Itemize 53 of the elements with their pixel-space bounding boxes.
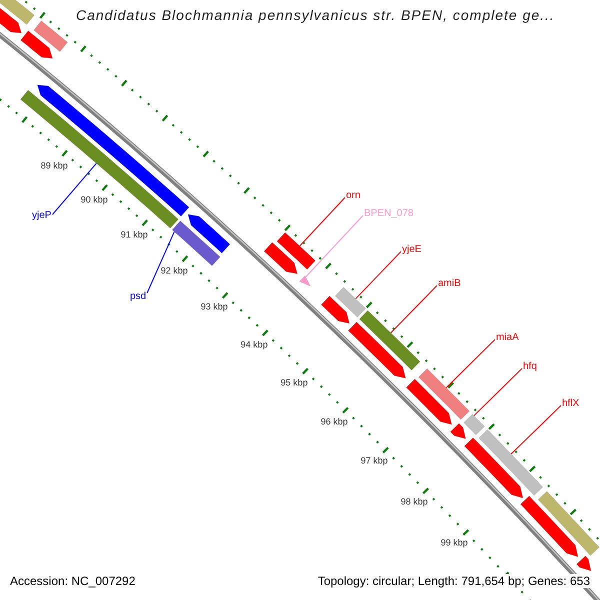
gene-bar xyxy=(34,20,68,52)
gene-bar xyxy=(538,491,600,556)
tick-label: 97 kbp xyxy=(360,456,388,466)
tick-label: 90 kbp xyxy=(80,195,108,204)
gene-bar xyxy=(276,232,316,270)
accession-note: Accession: NC_007292 xyxy=(8,574,138,588)
leader-line xyxy=(355,251,402,300)
map-title: Candidatus Blochmannia pennsylvanicus str. BPEN, complete ge... xyxy=(76,7,555,23)
gene-bar xyxy=(0,0,35,25)
gene-label: hfq xyxy=(523,362,537,372)
gene-label: yjeP xyxy=(32,211,52,221)
tick-label: 91 kbp xyxy=(120,230,148,240)
tick-label: 96 kbp xyxy=(320,417,348,426)
leader-line xyxy=(146,231,175,294)
tick-label: 89 kbp xyxy=(40,161,68,170)
leader-line xyxy=(510,405,562,454)
gene-bar xyxy=(464,437,524,498)
gene-bar xyxy=(334,287,366,318)
gene-bar xyxy=(264,242,298,274)
leader-line xyxy=(473,368,522,416)
gene-bar xyxy=(20,90,179,228)
gene-bar xyxy=(188,214,230,254)
gene-marker xyxy=(299,275,311,286)
genome-stats: Topology: circular; Length: 791,654 bp; Genes: 653 xyxy=(316,574,592,588)
gene-bar xyxy=(320,296,350,324)
tick-label: 92 kbp xyxy=(160,266,188,276)
gene-bar xyxy=(520,496,578,558)
gene-label: miaA xyxy=(496,333,519,343)
gene-label: psd xyxy=(130,292,146,302)
tick-label: 94 kbp xyxy=(240,340,268,350)
gene-label: hflX xyxy=(562,399,580,409)
gene-label: BPEN_078 xyxy=(364,209,414,219)
gene-bar xyxy=(172,220,220,266)
leader-line xyxy=(306,215,364,278)
tick-label: 99 kbp xyxy=(440,538,468,548)
gene-bar xyxy=(478,429,544,496)
leader-line xyxy=(446,339,496,388)
tick-label: 95 kbp xyxy=(280,378,308,388)
leader-line xyxy=(299,197,346,246)
gene-bar xyxy=(348,322,406,379)
gene-bar xyxy=(450,423,466,440)
gene-label: orn xyxy=(346,191,360,201)
gene-bar xyxy=(576,556,592,572)
gene-bar xyxy=(359,310,420,370)
tick-label: 93 kbp xyxy=(200,302,228,312)
gene-bar xyxy=(418,368,470,420)
tick-label: 98 kbp xyxy=(400,498,428,507)
gene-bar xyxy=(464,414,485,436)
leader-line xyxy=(52,162,97,215)
gene-label: yjeE xyxy=(402,245,422,255)
gene-bar xyxy=(406,378,452,425)
gene-bar xyxy=(20,30,53,59)
gene-label: amiB xyxy=(438,279,461,289)
